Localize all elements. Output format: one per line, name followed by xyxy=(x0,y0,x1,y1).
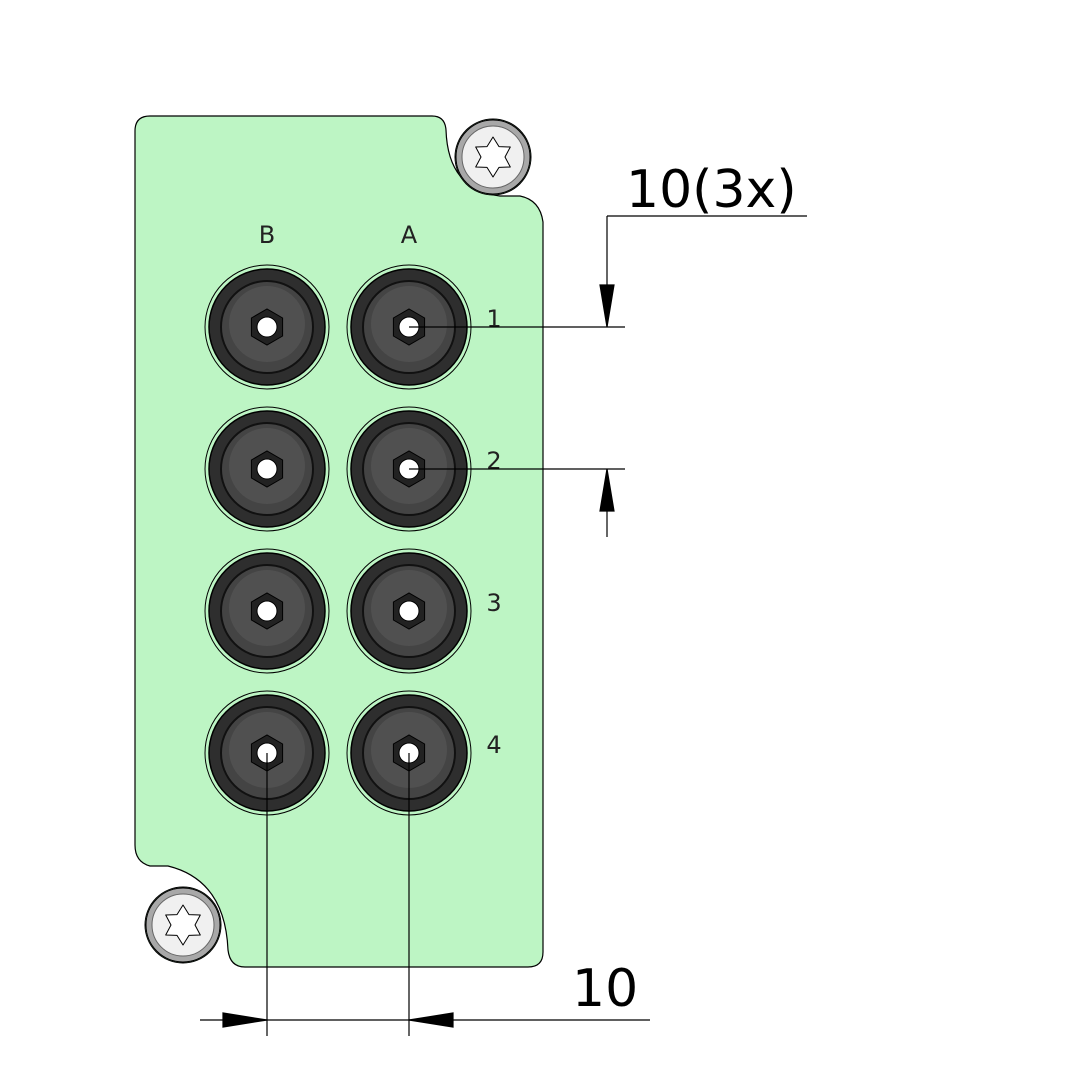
arrow-up-icon xyxy=(599,468,615,512)
row-label-4: 4 xyxy=(486,731,501,759)
connector-b3 xyxy=(204,548,330,674)
pin-hole-icon xyxy=(256,316,278,338)
panel xyxy=(134,115,544,968)
torx-screw-icon xyxy=(144,886,222,964)
connector-b2 xyxy=(204,406,330,532)
row-label-2: 2 xyxy=(486,447,501,475)
arrow-right-icon xyxy=(222,1012,268,1028)
vertical-dimension-value: 10(3x) xyxy=(626,160,797,220)
arrow-left-icon xyxy=(408,1012,454,1028)
vertical-dimension xyxy=(409,215,807,537)
horizontal-dimension xyxy=(200,753,650,1036)
torx-screw-icon xyxy=(454,118,532,196)
pin-hole-icon xyxy=(256,458,278,480)
column-label-b: B xyxy=(259,221,275,249)
horizontal-dimension-value: 10 xyxy=(572,959,638,1019)
row-label-3: 3 xyxy=(486,589,501,617)
pin-hole-icon xyxy=(398,600,420,622)
arrow-down-icon xyxy=(599,284,615,328)
connector-a3 xyxy=(346,548,472,674)
connector-b1 xyxy=(204,264,330,390)
column-label-a: A xyxy=(401,221,418,249)
row-label-1: 1 xyxy=(486,305,501,333)
pin-hole-icon xyxy=(256,600,278,622)
